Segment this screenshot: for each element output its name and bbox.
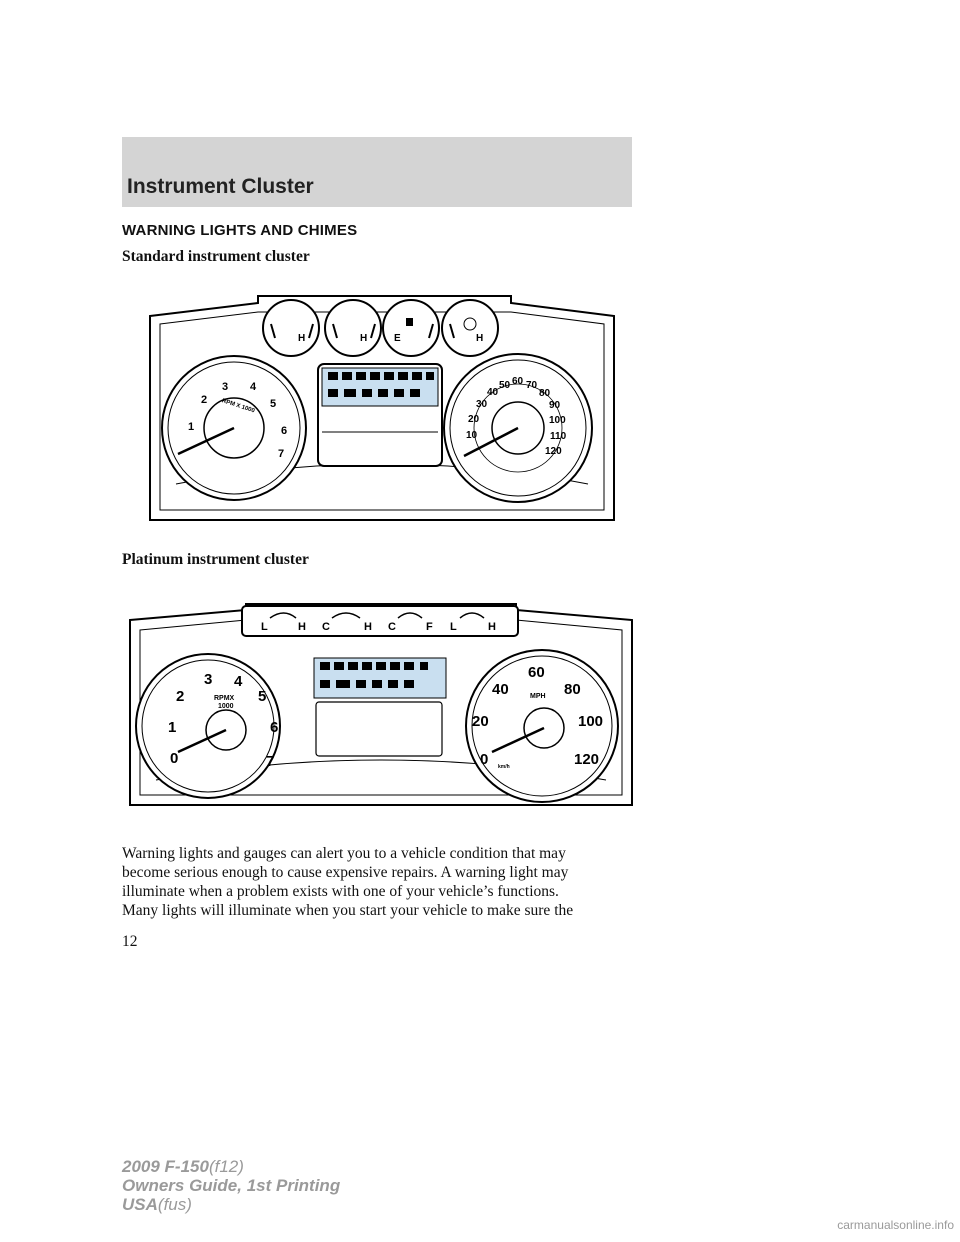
speed-num-20: 20 — [468, 414, 480, 425]
footer-model-code: (f12) — [208, 1157, 244, 1176]
tach-num-6: 6 — [270, 719, 278, 736]
speed-num-90: 90 — [549, 400, 561, 411]
fuel-full: F — [426, 621, 433, 633]
footer-region: USA — [122, 1195, 158, 1214]
platinum-cluster-figure: L H C H C F L H RPMX 1000 0 1 2 3 4 5 6 … — [126, 600, 636, 810]
tach-label-1: RPMX — [214, 695, 235, 702]
body-line: illuminate when a problem exists with on… — [122, 883, 559, 900]
tach-num-4: 4 — [234, 673, 243, 690]
header-band: Instrument Cluster — [122, 137, 632, 207]
gauge-1-high: H — [298, 333, 305, 344]
tach-num-1: 1 — [168, 719, 176, 736]
tach-num-7: 7 — [278, 448, 284, 460]
kmh-label: km/h — [498, 764, 510, 770]
tach-num-5: 5 — [258, 688, 266, 705]
small-gauge-3: E — [382, 299, 440, 357]
speed-num-70: 70 — [526, 380, 538, 391]
oil-low: L — [261, 621, 268, 633]
trans-high: H — [488, 621, 496, 633]
speed-num-60: 60 — [528, 664, 545, 681]
print-footer: 2009 F-150(f12) Owners Guide, 1st Printi… — [122, 1157, 340, 1214]
speed-needle — [463, 426, 519, 458]
speed-num-0: 0 — [480, 751, 488, 768]
speedometer: MPH km/h 0 20 40 60 80 100 120 — [465, 649, 619, 803]
fuel-empty: C — [388, 621, 396, 633]
speed-num-80: 80 — [539, 388, 551, 399]
speed-num-20: 20 — [472, 713, 489, 730]
section-heading: WARNING LIGHTS AND CHIMES — [122, 222, 358, 239]
gauge-strip — [241, 605, 519, 637]
speed-num-100: 100 — [578, 713, 603, 730]
small-gauge-4: H — [441, 299, 499, 357]
chapter-title: Instrument Cluster — [127, 175, 314, 198]
temp-high: H — [364, 621, 372, 633]
footer-model: 2009 F-150 — [122, 1157, 209, 1176]
speed-num-40: 40 — [487, 387, 499, 398]
tach-num-1: 1 — [188, 421, 194, 433]
tach-needle — [177, 728, 227, 754]
body-line: Many lights will illuminate when you sta… — [122, 902, 574, 919]
speedometer: 10 20 30 40 50 60 70 80 90 100 110 120 — [443, 353, 593, 503]
tach-num-0: 0 — [170, 750, 178, 767]
tach-num-2: 2 — [201, 394, 207, 406]
speed-num-50: 50 — [499, 380, 511, 391]
speed-num-10: 10 — [466, 430, 478, 441]
platinum-cluster-heading: Platinum instrument cluster — [122, 551, 309, 568]
tach-num-3: 3 — [204, 671, 212, 688]
body-paragraph: Warning lights and gauges can alert you … — [122, 844, 642, 920]
small-gauge-1: H — [262, 299, 320, 357]
speed-num-60: 60 — [512, 376, 524, 387]
speed-needle — [491, 726, 545, 754]
tach-num-6: 6 — [281, 425, 287, 437]
warning-indicator-icons — [328, 372, 434, 397]
speed-num-40: 40 — [492, 681, 509, 698]
message-center — [315, 701, 443, 757]
speed-label: MPH — [530, 693, 546, 700]
page-number: 12 — [122, 933, 138, 950]
speed-num-120: 120 — [545, 446, 562, 457]
body-line: Warning lights and gauges can alert you … — [122, 845, 566, 862]
standard-cluster-heading: Standard instrument cluster — [122, 248, 310, 265]
gauge-strip-letters: L H C H C F L H — [261, 621, 496, 633]
small-gauge-2: H — [324, 299, 382, 357]
tach-num-3: 3 — [222, 381, 228, 393]
gauge-4-high: H — [476, 333, 483, 344]
speed-num-120: 120 — [574, 751, 599, 768]
trans-low: L — [450, 621, 457, 633]
speed-num-80: 80 — [564, 681, 581, 698]
warning-indicator-icons — [320, 662, 428, 688]
body-line: become serious enough to cause expensive… — [122, 864, 569, 881]
standard-cluster-figure: H H E H RPM X 1000 1 2 3 — [146, 294, 618, 524]
gauge-3-low: E — [394, 333, 401, 344]
tach-label-2: 1000 — [218, 703, 234, 710]
tachometer: RPM X 1000 1 2 3 4 5 6 7 — [161, 355, 307, 501]
site-watermark: carmanualsonline.info — [837, 1218, 954, 1232]
tach-num-7: 7 — [266, 753, 274, 770]
fuel-pump-icon — [406, 318, 413, 326]
speed-num-110: 110 — [550, 431, 567, 442]
oil-high: H — [298, 621, 306, 633]
tachometer: RPMX 1000 0 1 2 3 4 5 6 7 — [135, 653, 281, 799]
tach-num-2: 2 — [176, 688, 184, 705]
temp-cold: C — [322, 621, 330, 633]
gauge-2-high: H — [360, 333, 367, 344]
transmission-temp-icon — [463, 317, 477, 331]
footer-guide: Owners Guide, 1st Printing — [122, 1176, 341, 1195]
footer-region-code: (fus) — [157, 1195, 192, 1214]
tach-needle — [177, 426, 235, 456]
tach-num-5: 5 — [270, 398, 276, 410]
speed-num-100: 100 — [549, 415, 566, 426]
speed-num-30: 30 — [476, 399, 488, 410]
tach-num-4: 4 — [250, 381, 257, 393]
